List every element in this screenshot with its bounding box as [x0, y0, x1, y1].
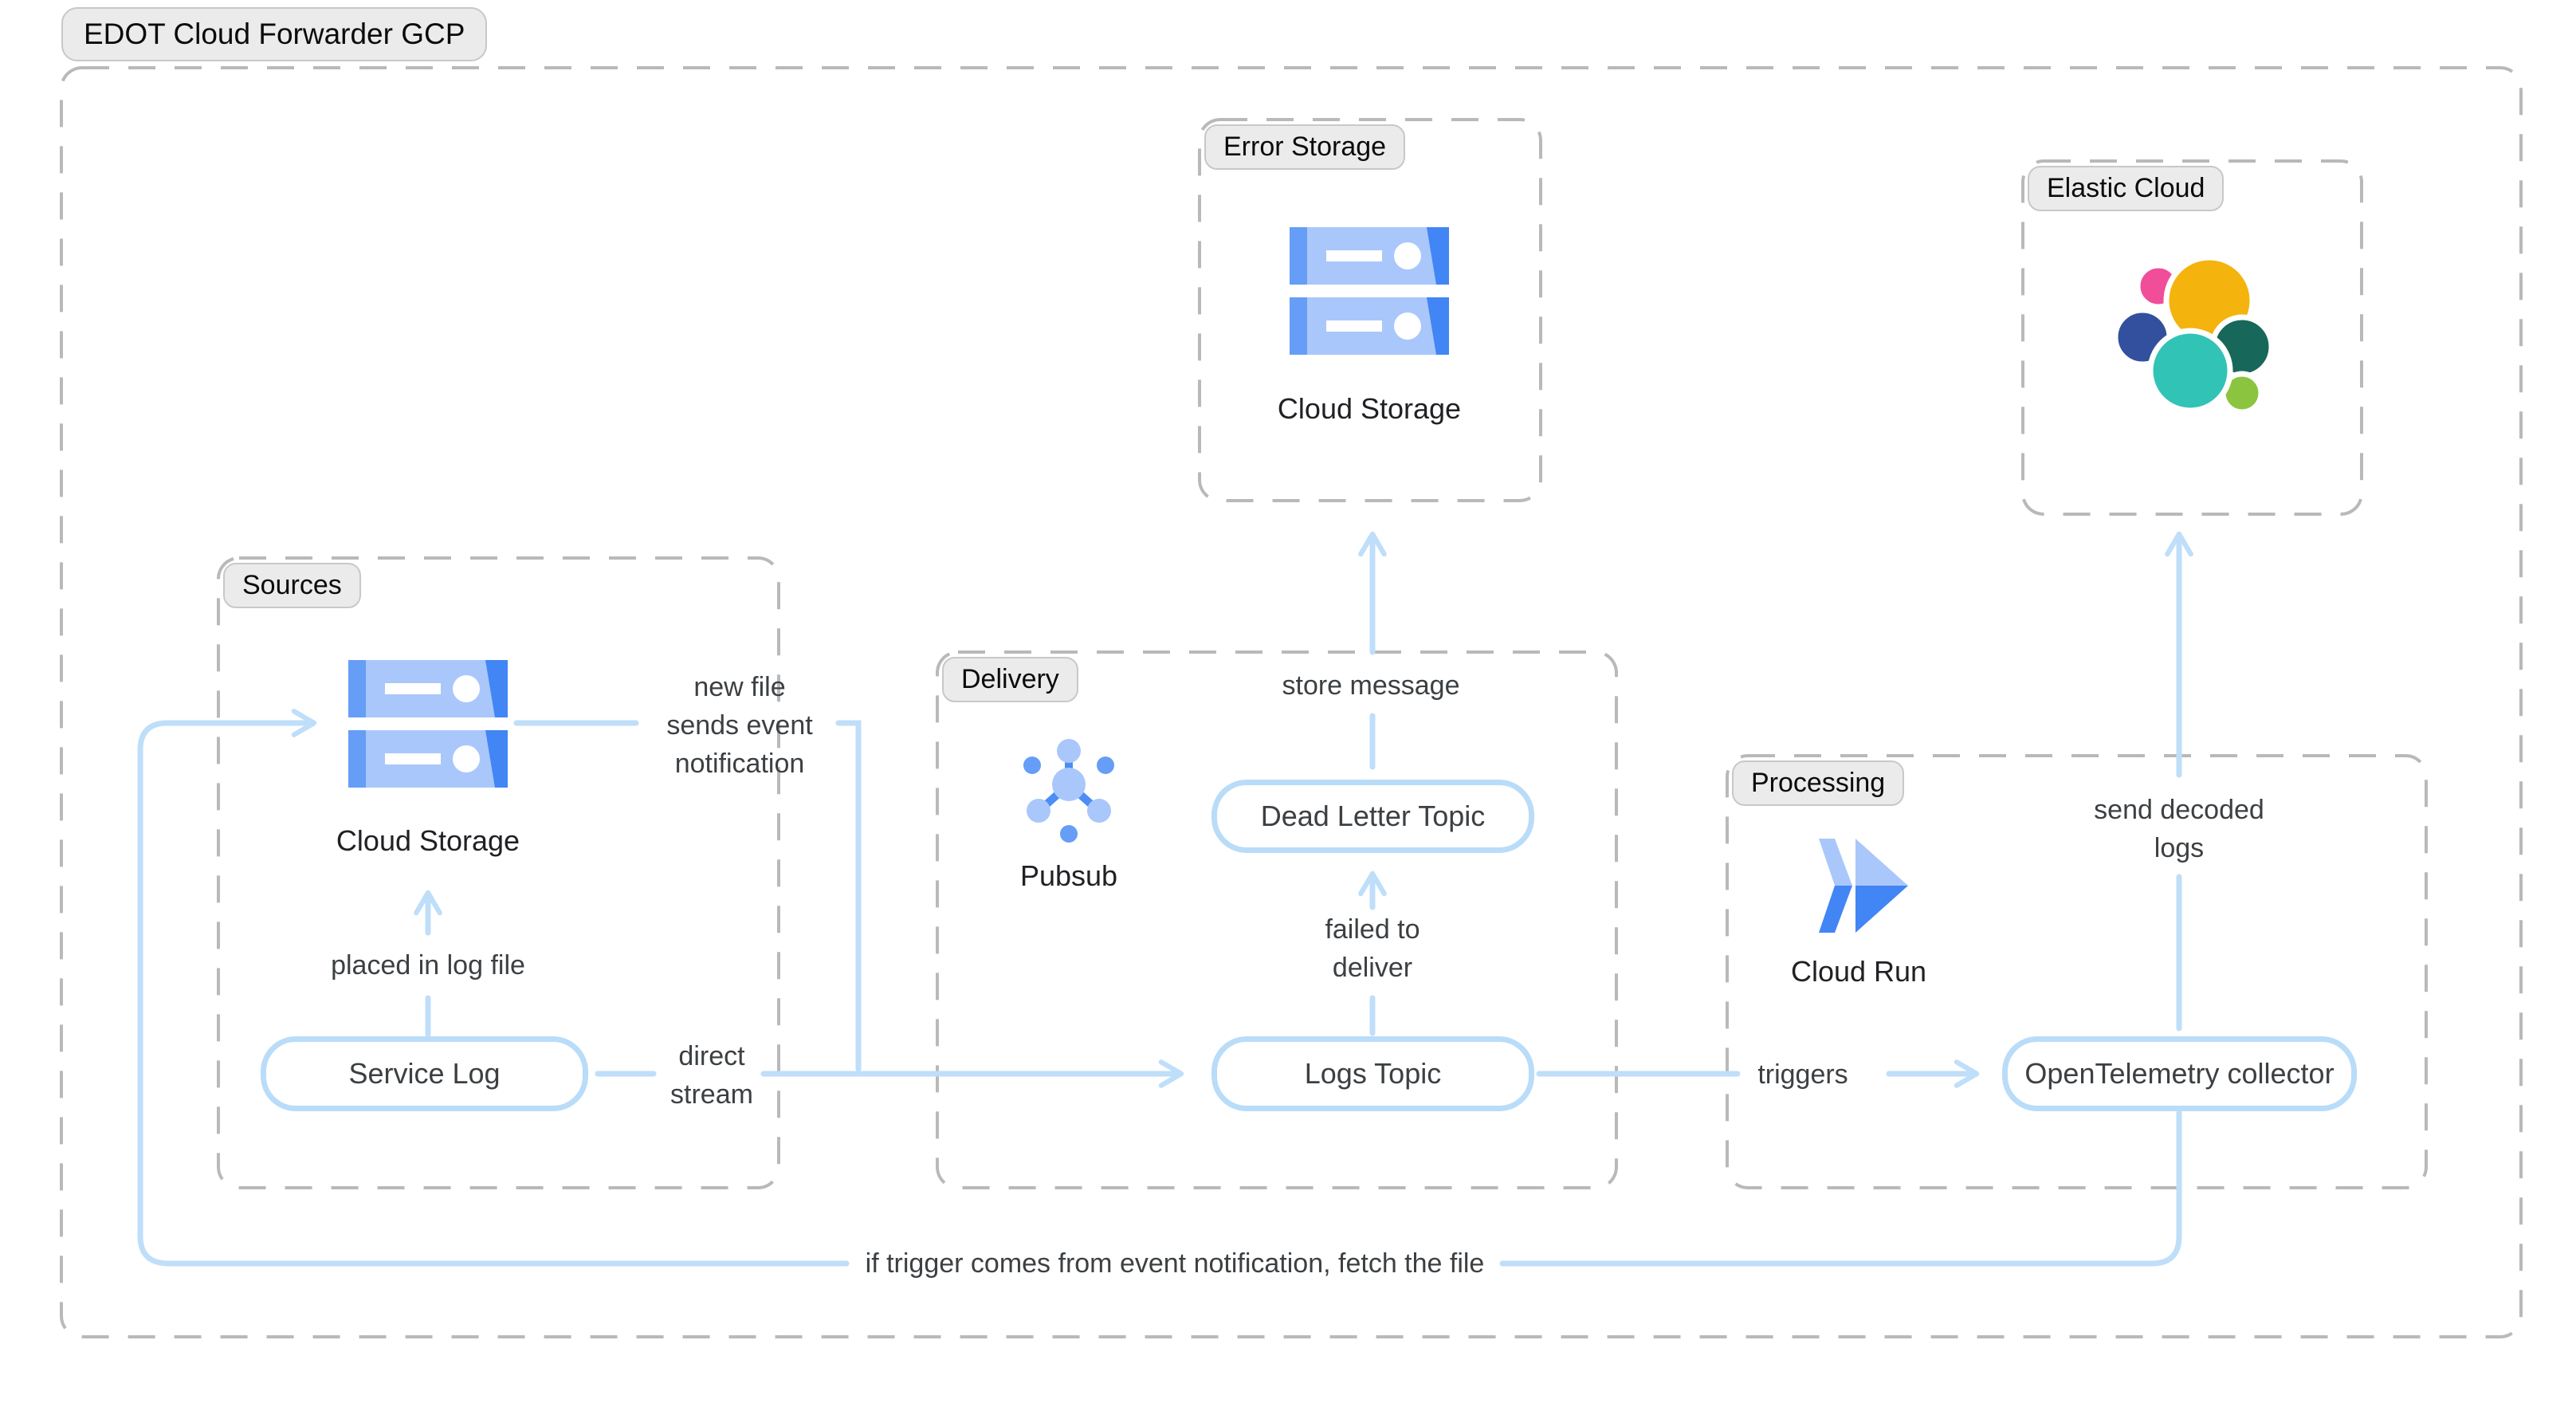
edge-label-line: placed in log file — [331, 950, 525, 981]
pubsub-icon — [1023, 739, 1114, 843]
edge-label-line: if trigger comes from event notification… — [865, 1248, 1485, 1279]
node-otel-collector: OpenTelemetry collector — [2002, 1036, 2357, 1111]
edge-label-line: sends event — [666, 710, 813, 741]
edge-label-send-decoded-logs: send decoded logs — [2094, 791, 2264, 867]
edge-loop-left-arrow — [137, 709, 850, 1267]
group-label-delivery: Delivery — [942, 657, 1078, 702]
edge-label-placed-in-log-file: placed in log file — [331, 946, 525, 984]
group-label-elastic-cloud: Elastic Cloud — [2028, 166, 2225, 211]
edge-loop-right — [1499, 1110, 2182, 1267]
sources-group-border — [217, 556, 780, 1189]
elastic-logo-icon — [2112, 254, 2273, 411]
edge-label-store-message: store message — [1282, 666, 1460, 705]
edge-new-file-down — [835, 720, 862, 1072]
elastic-cloud-group-border — [2021, 159, 2363, 516]
edge-label-triggers: triggers — [1757, 1055, 1848, 1094]
group-label-processing: Processing — [1732, 760, 1905, 806]
node-service-log: Service Log — [261, 1036, 588, 1111]
node-logs-topic-label: Logs Topic — [1304, 1057, 1442, 1090]
caption-cloud-run: Cloud Run — [1790, 955, 1927, 988]
edge-label-line: notification — [674, 749, 805, 779]
node-service-log-label: Service Log — [348, 1057, 501, 1090]
edge-label-direct-stream: direct stream — [670, 1037, 753, 1114]
cloud-storage-icon — [1290, 227, 1449, 355]
edge-label-line: store message — [1282, 670, 1460, 701]
outer-group-border — [60, 66, 2523, 1338]
node-logs-topic: Logs Topic — [1211, 1036, 1534, 1111]
error-storage-group-border — [1198, 118, 1542, 502]
node-otel-collector-label: OpenTelemetry collector — [2024, 1057, 2334, 1090]
cloud-run-icon — [1819, 839, 1908, 933]
diagram-title: EDOT Cloud Forwarder GCP — [61, 7, 488, 61]
edge-label-line: triggers — [1757, 1059, 1848, 1090]
edge-label-line: failed to — [1325, 914, 1420, 945]
caption-cloud-storage-sources: Cloud Storage — [336, 824, 520, 857]
node-dead-letter-topic: Dead Letter Topic — [1211, 780, 1534, 853]
caption-cloud-storage-error: Cloud Storage — [1277, 392, 1462, 425]
edge-label-new-file-event: new file sends event notification — [666, 668, 812, 783]
group-label-error-storage: Error Storage — [1204, 124, 1406, 170]
edge-label-line: send decoded — [2094, 795, 2264, 825]
group-label-sources: Sources — [223, 563, 361, 608]
cloud-storage-icon — [348, 660, 508, 788]
edge-label-failed-to-deliver: failed to deliver — [1325, 910, 1420, 987]
edge-label-line: stream — [670, 1079, 753, 1110]
caption-pubsub: Pubsub — [1019, 859, 1118, 892]
edge-label-line: logs — [2154, 833, 2205, 863]
edge-label-line: direct — [678, 1041, 745, 1071]
processing-group-border — [1726, 754, 2428, 1189]
node-dead-letter-topic-label: Dead Letter Topic — [1260, 800, 1486, 832]
edge-label-line: deliver — [1332, 953, 1413, 983]
edge-label-line: new file — [693, 672, 786, 702]
edge-label-fetch-file: if trigger comes from event notification… — [866, 1244, 1485, 1283]
